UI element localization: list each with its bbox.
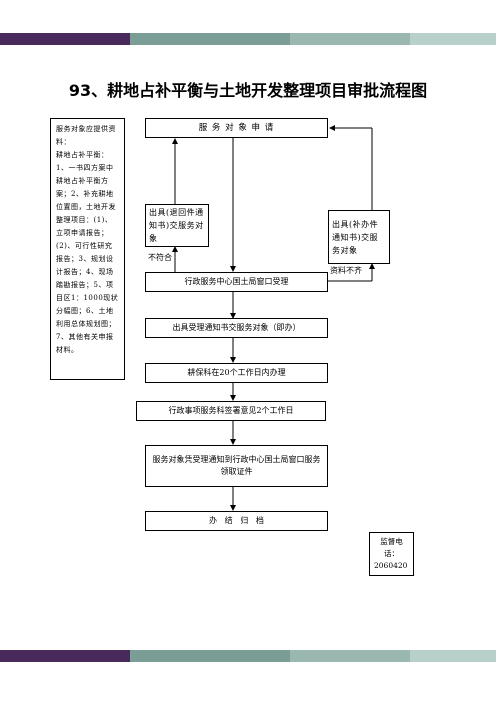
step-sign-opinion: 行政事项服务科签署意见2个工作日 bbox=[136, 401, 326, 421]
reject-notice-label: 出具(退回件通知书)交服务对象 bbox=[149, 208, 204, 243]
materials-note-box: 服务对象应提供资料： 耕地占补平衡：1、一书四方案中耕地占补平衡方案；2、补充耕… bbox=[50, 118, 125, 380]
header-band bbox=[0, 33, 496, 45]
supplement-notice-box: 出具(补办件通知书)交服务对象 bbox=[328, 210, 390, 264]
incomplete-label: 资料不齐 bbox=[330, 266, 362, 275]
header-band-light bbox=[290, 33, 410, 45]
footer-band-mid bbox=[130, 650, 290, 662]
supervision-phone: 2060420 bbox=[374, 561, 408, 570]
header-band-lighter bbox=[410, 33, 496, 45]
step-process-20days: 耕保科在20个工作日内办理 bbox=[145, 363, 328, 383]
footer-band-dark bbox=[0, 650, 130, 662]
footer-band-light bbox=[290, 650, 410, 662]
supervision-label: 监督电话： bbox=[380, 537, 403, 558]
step-collect-certificate-label: 服务对象凭受理通知到行政中心国土局窗口服务领取证件 bbox=[152, 455, 321, 476]
step-issue-receipt: 出具受理通知书交服务对象（即办） bbox=[145, 318, 328, 338]
step-window-accept: 行政服务中心国土局窗口受理 bbox=[145, 272, 328, 292]
materials-note-text: 服务对象应提供资料： 耕地占补平衡：1、一书四方案中耕地占补平衡方案；2、补充耕… bbox=[56, 125, 119, 354]
supplement-notice-label: 出具(补办件通知书)交服务对象 bbox=[332, 219, 379, 255]
footer-band bbox=[0, 650, 496, 662]
page-title: 93、耕地占补平衡与土地开发整理项目审批流程图 bbox=[68, 81, 428, 100]
not-conform-label: 不符合 bbox=[148, 253, 172, 262]
step-apply: 服 务 对 象 申 请 bbox=[145, 118, 328, 138]
reject-notice-box: 出具(退回件通知书)交服务对象 bbox=[145, 204, 209, 247]
header-band-mid bbox=[130, 33, 290, 45]
step-collect-certificate: 服务对象凭受理通知到行政中心国土局窗口服务领取证件 bbox=[145, 445, 328, 487]
header-band-dark bbox=[0, 33, 130, 45]
step-archive: 办 结 归 档 bbox=[145, 511, 328, 531]
footer-band-lighter bbox=[410, 650, 496, 662]
supervision-phone-box: 监督电话： 2060420 bbox=[369, 532, 414, 576]
